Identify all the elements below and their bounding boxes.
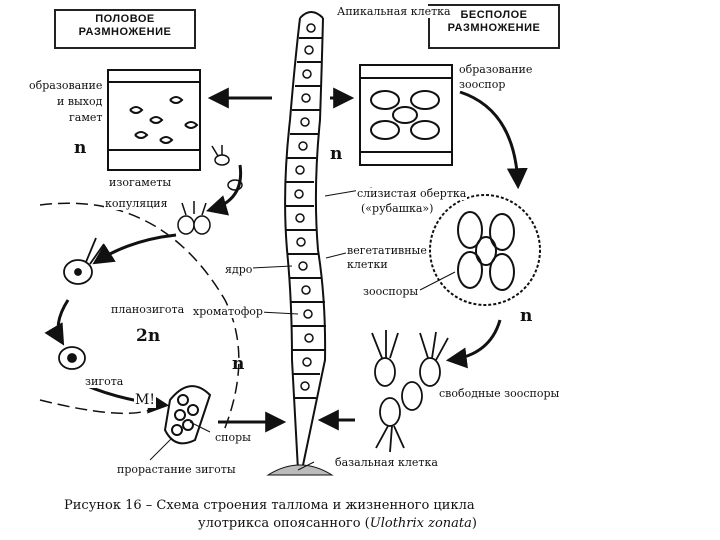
label-mucous-1: слизистая обертка	[356, 188, 467, 200]
zoosporangium-cell	[360, 65, 452, 165]
label-nucleus: ядро	[224, 264, 253, 276]
label-free-zoospores: свободные зооспоры	[438, 388, 560, 400]
basal-mound	[268, 465, 332, 475]
caption-line-1: Рисунок 16 – Схема строения таллома и жи…	[64, 498, 475, 514]
asexual-box-line2: размножение	[430, 22, 558, 35]
label-basal-cell: базальная клетка	[334, 457, 439, 469]
label-zygote-germination: прорастание зиготы	[116, 464, 237, 476]
label-vegetative-2: клетки	[346, 259, 389, 271]
caption-line-2-suffix: )	[472, 516, 477, 531]
germinating-zygote	[165, 386, 210, 443]
ploidy-n-gametes: n	[74, 138, 86, 158]
label-planozygote: планозигота	[110, 304, 185, 316]
label-vegetative-1: вегетативные	[346, 245, 428, 257]
caption-line-2-prefix: улотрикса опоясанного (	[198, 516, 370, 531]
label-zoospore-form: образование	[458, 64, 533, 76]
label-zoospore-word: зооспор	[458, 79, 506, 91]
label-zygote: зигота	[84, 376, 124, 388]
sexual-box-line2: размножение	[56, 26, 194, 39]
label-zoospores: зооспоры	[362, 286, 419, 298]
sexual-reproduction-box: Половое размножение	[54, 9, 196, 49]
free-zoospores	[372, 330, 448, 452]
sexual-box-line1: Половое	[56, 13, 194, 26]
label-chromatophore: хроматофор	[192, 306, 264, 318]
label-gametes-exit: и выход	[56, 96, 103, 108]
label-isogametes: изогаметы	[108, 177, 172, 189]
ploidy-n-center: n	[232, 354, 244, 374]
mucous-envelope	[430, 195, 540, 305]
gamete-cell	[108, 70, 200, 170]
ploidy-n-zoospores: n	[520, 306, 532, 326]
label-gametes-form: образование	[28, 80, 103, 92]
zygote	[59, 347, 85, 369]
label-apical-cell: Апикальная клетка	[336, 6, 452, 18]
label-mucous-2: («рубашка»)	[360, 203, 434, 215]
label-copulation: копуляция	[104, 198, 169, 210]
caption-latin-name: Ulothrix zonata	[370, 516, 472, 531]
ploidy-2n: 2n	[136, 326, 160, 346]
label-meiosis: М!	[134, 392, 156, 408]
caption-line-2: улотрикса опоясанного (Ulothrix zonata)	[198, 516, 477, 532]
label-gametes-word: гамет	[68, 112, 103, 124]
label-spores: споры	[214, 432, 252, 444]
isogametes	[178, 145, 242, 234]
ploidy-n-filament: n	[330, 144, 342, 164]
